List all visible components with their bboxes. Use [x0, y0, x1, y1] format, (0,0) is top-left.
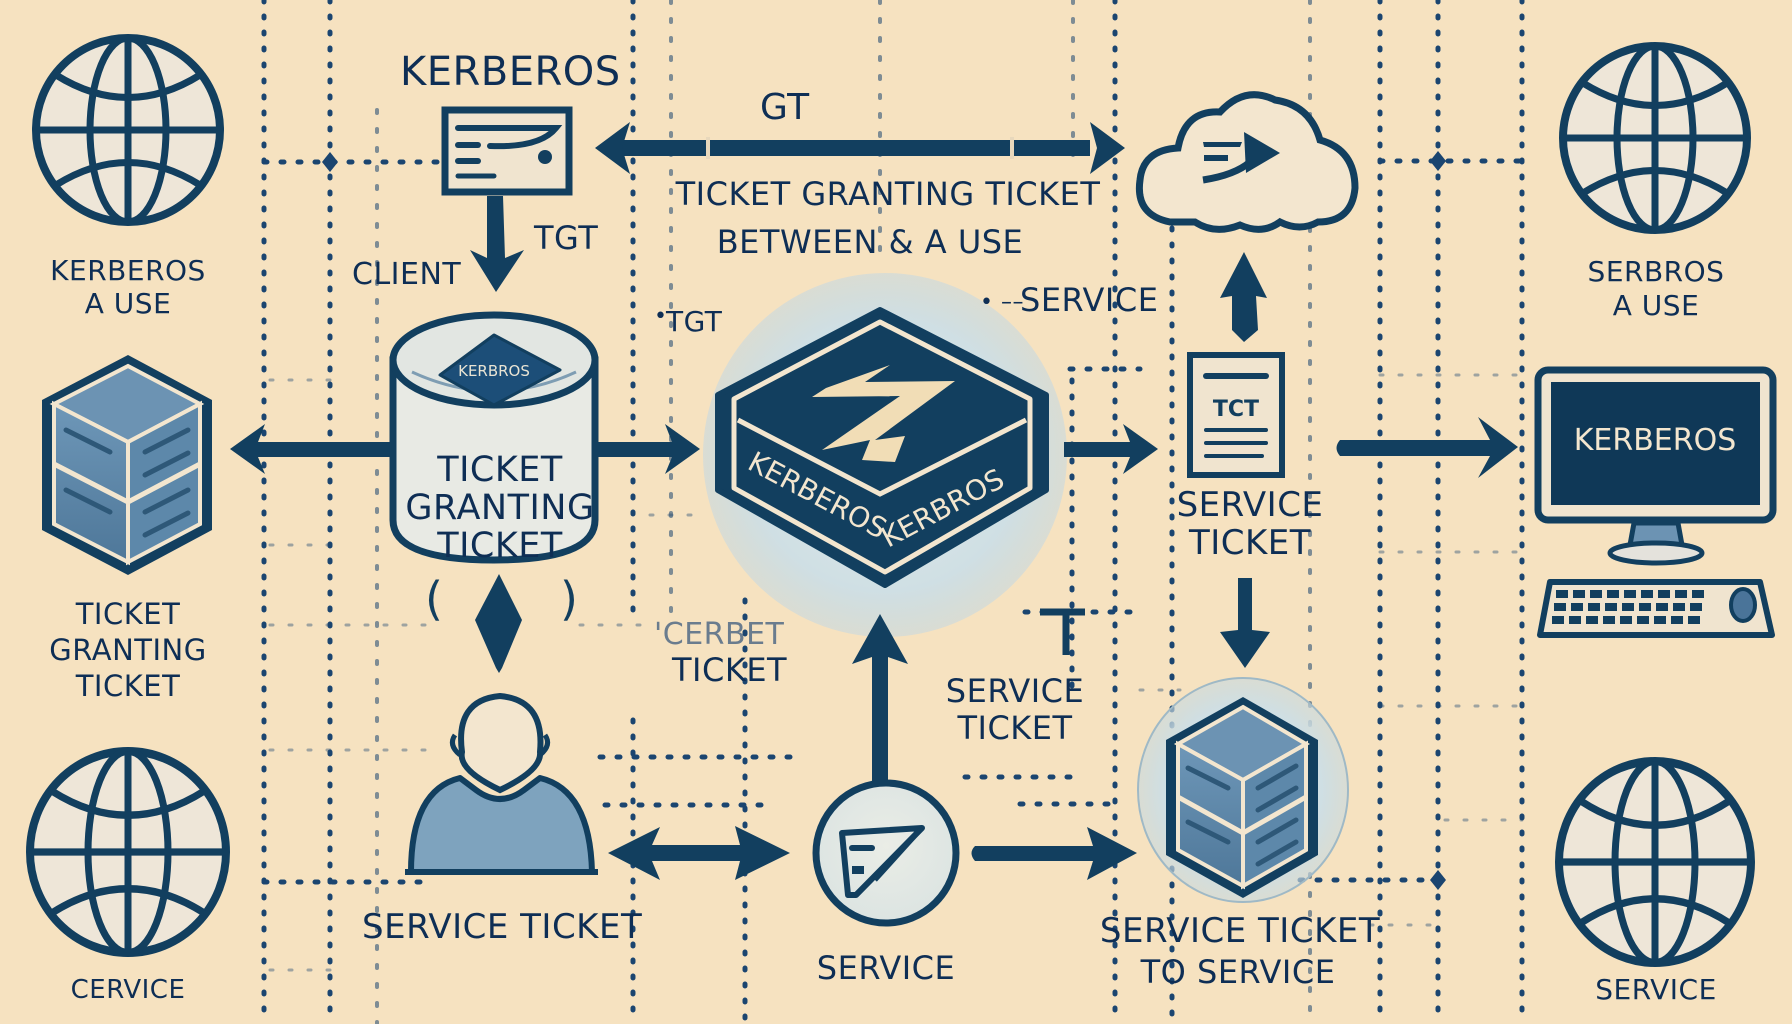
grid-junction-dot — [1430, 151, 1446, 171]
keyboard-key — [1586, 616, 1598, 624]
arrow-down-icon — [1220, 578, 1270, 668]
keyboard-key — [1658, 590, 1670, 598]
globe-bottom-left-label: CERVICE — [70, 975, 186, 1005]
keyboard-key — [1673, 603, 1685, 611]
document-text: TCT — [1213, 397, 1259, 422]
bracket-right: ) — [560, 572, 578, 626]
double-arrow-vertical-icon — [475, 574, 522, 673]
keyboard-key — [1692, 590, 1704, 598]
keyboard-key — [1569, 616, 1581, 624]
keyboard-key — [1571, 603, 1583, 611]
server-left-label-line1: TICKET — [75, 597, 181, 631]
globe-top-right-label-line1: SERBROS — [1587, 255, 1725, 288]
edge-label-tgt-between-line2: BETWEEN & A USE — [716, 223, 1024, 261]
grid-junction-dot — [322, 152, 338, 172]
globe-top-right-label-line2: A USE — [1612, 289, 1700, 322]
send-ticket-icon — [812, 770, 960, 927]
keyboard-key — [1588, 603, 1600, 611]
arrow-up-icon — [852, 614, 908, 782]
tct-doc-label-line1: SERVICE — [1176, 485, 1324, 525]
cerbet-label: 'CERBET — [654, 617, 785, 652]
service-circle-label: SERVICE — [816, 949, 956, 987]
keyboard-key — [1622, 603, 1634, 611]
service-ticket-mid-line2: TICKET — [957, 709, 1073, 747]
keyboard-key — [1671, 616, 1683, 624]
cylinder-label-line1: TICKET — [437, 450, 563, 490]
server-icon — [42, 355, 212, 575]
service-top-prefix: • –– — [980, 290, 1024, 315]
cerbet-ticket-label: TICKET — [672, 651, 788, 689]
cylinder-badge-text: KERBROS — [458, 362, 530, 380]
kerberos-logo-icon: KERBEROS KERBROS — [703, 273, 1067, 637]
keyboard-key — [1654, 616, 1666, 624]
server-icon — [1137, 677, 1349, 903]
arrow-right-icon — [598, 424, 700, 474]
keyboard-key — [1573, 590, 1585, 598]
gt-label: GT — [760, 87, 810, 128]
keyboard-key — [1688, 616, 1700, 624]
globe-top-left-label-line1: KERBEROS — [50, 254, 206, 287]
keyboard-key — [1641, 590, 1653, 598]
grid-junction-dot — [1430, 870, 1446, 890]
keyboard-key — [1639, 603, 1651, 611]
server-bottom-right-label-line1: SERVICE TICKET — [1099, 911, 1381, 951]
globe-icon — [1559, 42, 1751, 234]
arrow-right-icon — [1336, 417, 1518, 478]
keyboard-key — [1603, 616, 1615, 624]
arrow-down-icon — [470, 196, 524, 292]
diagram-title: KERBEROS — [400, 49, 621, 95]
keyboard-key — [1637, 616, 1649, 624]
database-cylinder-icon: KERBROS — [389, 311, 599, 564]
cylinder-label-line2: GRANTING — [405, 488, 595, 528]
server-left-label-line3: TICKET — [75, 669, 181, 703]
keyboard-key — [1605, 603, 1617, 611]
keyboard-key — [1554, 603, 1566, 611]
server-left-label-line2: GRANTING — [49, 633, 207, 667]
globe-bottom-right-label: SERVICE — [1595, 973, 1717, 1006]
keyboard-key — [1690, 603, 1702, 611]
tgt-mid-prefix: • — [654, 304, 668, 329]
computer-monitor-icon: KERBEROS — [1534, 366, 1777, 566]
keyboard-key — [1607, 590, 1619, 598]
ticket-card-icon — [441, 106, 573, 196]
keyboard-key — [1556, 590, 1568, 598]
user-label: SERVICE TICKET — [362, 907, 643, 947]
cylinder-label-line3: TICKET — [437, 526, 563, 566]
keyboard-key — [1624, 590, 1636, 598]
monitor-screen-text: KERBEROS — [1574, 423, 1737, 458]
arrow-left-icon — [230, 424, 392, 474]
globe-icon — [32, 34, 224, 226]
bracket-left: ( — [425, 572, 443, 626]
keyboard-key — [1590, 590, 1602, 598]
tct-doc-label-line2: TICKET — [1188, 523, 1312, 563]
keyboard-key — [1552, 616, 1564, 624]
double-arrow-icon — [595, 122, 1125, 174]
keyboard-key — [1675, 590, 1687, 598]
service-top-label: SERVICE — [1020, 281, 1159, 319]
cloud-icon — [1135, 91, 1359, 233]
double-arrow-icon — [608, 826, 790, 880]
globe-icon — [26, 747, 230, 957]
globe-icon — [1555, 757, 1755, 967]
keyboard-key — [1620, 616, 1632, 624]
service-ticket-mid-line1: SERVICE — [945, 672, 1085, 710]
document-icon: TCT — [1187, 352, 1285, 478]
globe-top-left-label-line2: A USE — [84, 287, 172, 320]
edge-label-tgt-between-line1: TICKET GRANTING TICKET — [675, 175, 1101, 213]
arrow-right-icon — [1064, 424, 1158, 474]
tgt-label-top: TGT — [534, 219, 599, 257]
keyboard-key — [1656, 603, 1668, 611]
keyboard-icon — [1537, 579, 1775, 638]
tgt-mid-label: TGT — [666, 305, 723, 338]
connector-tee — [1040, 608, 1085, 655]
arrow-right-icon — [971, 827, 1137, 880]
client-label: CLIENT — [352, 257, 462, 292]
user-avatar-icon — [405, 692, 598, 875]
double-arrow-vertical-icon — [1220, 252, 1267, 342]
grid-junctions — [322, 151, 1446, 890]
server-bottom-right-label-line2: TO SERVICE — [1140, 953, 1336, 991]
